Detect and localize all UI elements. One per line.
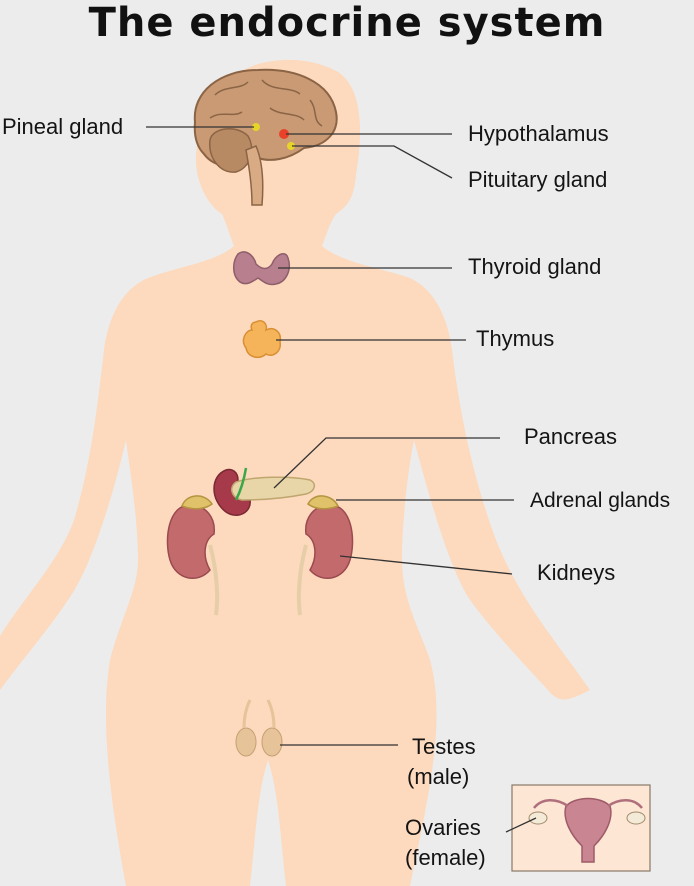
label-ovaries: Ovaries <box>405 815 481 840</box>
ovary-left <box>528 811 548 825</box>
pineal-dot <box>252 123 260 131</box>
uterus <box>564 797 612 863</box>
kidney-left <box>166 504 215 580</box>
spermatic-cords <box>242 699 276 729</box>
leader-lines <box>146 126 537 833</box>
label-testes: Testes <box>412 734 476 759</box>
testes <box>235 699 283 757</box>
pancreas <box>213 467 316 516</box>
leader-pancreas <box>273 437 500 489</box>
testis-right <box>261 727 283 757</box>
leader-kidneys <box>339 555 513 575</box>
label-hypothalamus: Hypothalamus <box>468 121 609 146</box>
leader-ovaries <box>505 817 537 833</box>
ureter-left <box>208 544 220 616</box>
label-ovaries-female: (female) <box>405 845 486 870</box>
adrenal-left <box>181 495 214 510</box>
kidney-right <box>305 504 354 580</box>
brain-folds <box>209 79 323 127</box>
label-adrenal-glands: Adrenal glands <box>530 489 671 512</box>
pancreas-body <box>231 476 316 501</box>
brain <box>193 68 338 206</box>
ovary-right <box>626 811 646 825</box>
thymus-gland <box>242 319 282 359</box>
body-outline <box>0 59 590 886</box>
page-title: The endocrine system <box>88 0 606 46</box>
label-pituitary-gland: Pituitary gland <box>468 167 608 192</box>
label-thymus: Thymus <box>476 326 555 351</box>
label-pancreas: Pancreas <box>524 424 617 449</box>
adrenal-right <box>307 495 340 510</box>
label-testes-male: (male) <box>407 764 470 789</box>
brain-stem <box>245 145 264 206</box>
thyroid-gland <box>233 251 290 286</box>
leader-pituitary <box>292 145 453 179</box>
pituitary-dot <box>287 142 295 150</box>
testis-left <box>235 727 257 757</box>
hypothalamus-dot <box>279 129 289 139</box>
body-silhouette <box>0 59 590 886</box>
kidneys <box>166 495 354 616</box>
ovaries-inset <box>511 784 651 872</box>
bile-duct <box>234 467 248 501</box>
ureter-right <box>296 544 308 616</box>
label-pineal-gland: Pineal gland <box>2 114 124 139</box>
label-kidneys: Kidneys <box>537 560 616 585</box>
fallopian-tubes <box>533 799 643 809</box>
label-thyroid-gland: Thyroid gland <box>468 254 602 279</box>
